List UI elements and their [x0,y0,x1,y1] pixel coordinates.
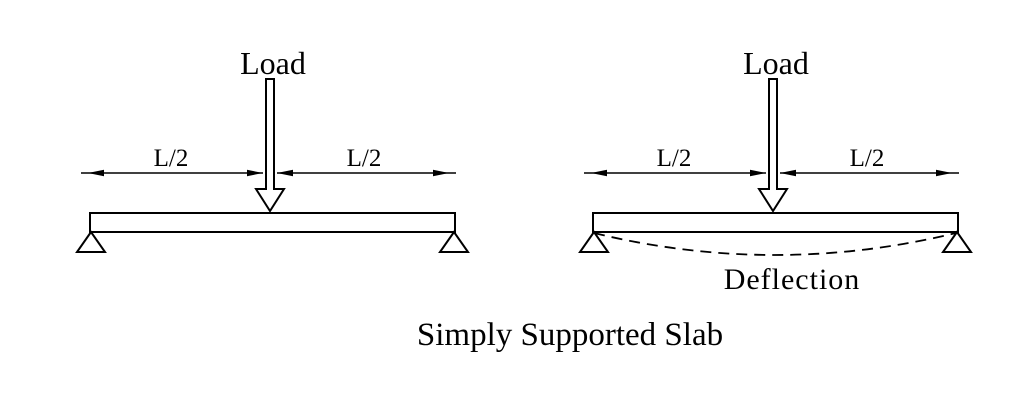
dim-arrowhead-left-in-icon [247,169,263,177]
support-right-icon [941,230,973,253]
deflection-label: Deflection [724,263,861,296]
dimension-label-left: L/2 [657,145,692,172]
diagram-undeflected-slab: Load L/2 L/2 [75,45,470,253]
load-label: Load [743,45,809,81]
dimension-label-right: L/2 [850,145,885,172]
load-label: Load [240,45,306,81]
dim-arrowhead-left-out-icon [591,169,607,177]
diagram-deflected-slab: Load L/2 L/2 Deflection [578,45,973,296]
load-arrow-icon [757,78,789,213]
dim-arrowhead-right-out-icon [936,169,952,177]
deflection-curve [593,232,957,256]
support-left-icon [75,230,107,253]
dimension-label-right: L/2 [347,145,382,172]
figure-caption: Simply Supported Slab [417,317,723,353]
support-right-icon [438,230,470,253]
dimension-label-left: L/2 [154,145,189,172]
dim-arrowhead-right-out-icon [433,169,449,177]
dim-arrowhead-left-in-icon [750,169,766,177]
support-left-icon [578,230,610,253]
slab-beam [89,212,456,233]
load-arrow-icon [254,78,286,213]
dim-arrowhead-left-out-icon [88,169,104,177]
dim-arrowhead-right-in-icon [780,169,796,177]
slab-beam [592,212,959,233]
dim-arrowhead-right-in-icon [277,169,293,177]
